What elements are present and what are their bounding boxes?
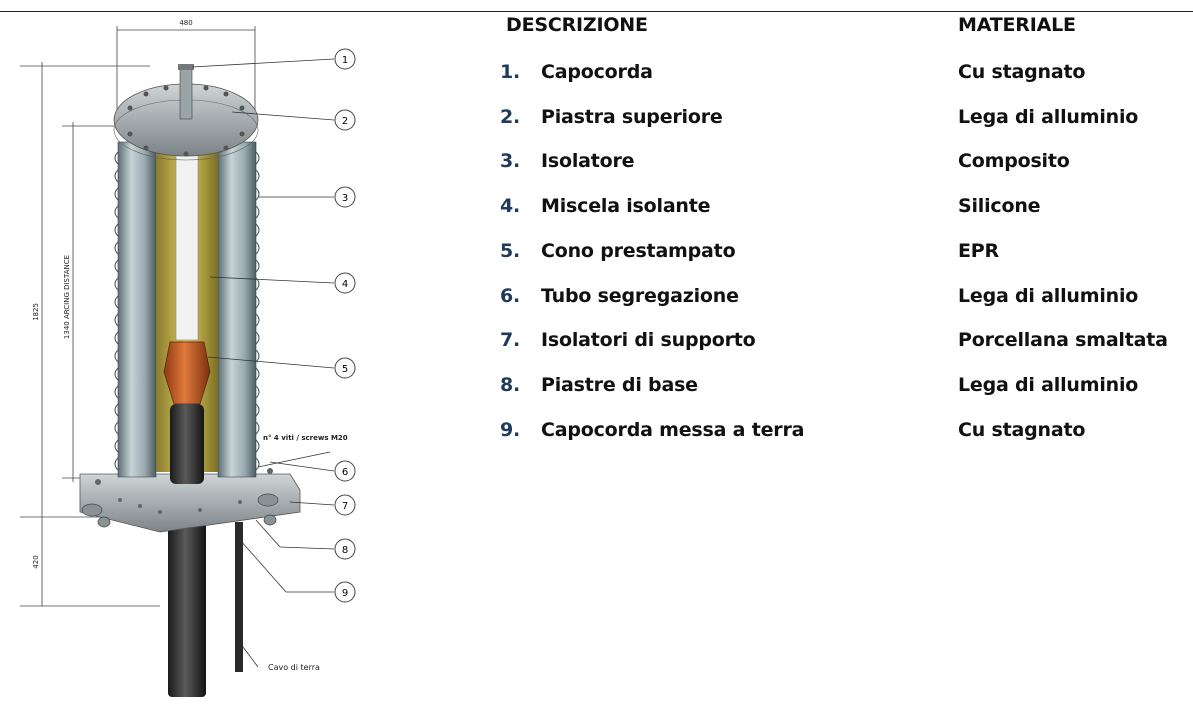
premolded-cone <box>163 341 211 405</box>
cable-upper <box>170 404 204 484</box>
row-number: 4. <box>500 195 521 217</box>
callout-6: 6 <box>334 460 356 482</box>
dim-total-label: 1825 <box>32 303 40 321</box>
row-number: 6. <box>500 285 521 307</box>
row-number: 3. <box>500 150 521 172</box>
termination-drawing: 480 1825 1340 ARCING DISTANCE 420 <box>0 12 460 703</box>
svg-text:6: 6 <box>342 467 348 478</box>
table-row: 9. Capocorda messa a terra Cu stagnato <box>500 419 1190 449</box>
ground-cable-label: Cavo di terra <box>268 663 320 672</box>
row-description: Miscela isolante <box>541 195 711 217</box>
row-material: Lega di alluminio <box>958 374 1139 396</box>
callout-3: 3 <box>334 186 356 208</box>
svg-text:3: 3 <box>342 193 348 204</box>
row-description: Capocorda messa a terra <box>541 419 805 441</box>
top-plate-bolts <box>127 85 245 157</box>
leader-lines <box>191 58 335 668</box>
base-bolts <box>95 468 273 514</box>
svg-text:9: 9 <box>342 588 348 599</box>
callout-2: 2 <box>334 109 356 131</box>
row-material: Porcellana smaltata <box>958 329 1168 351</box>
row-number: 8. <box>500 374 521 396</box>
row-description: Piastra superiore <box>541 106 723 128</box>
row-material: Cu stagnato <box>958 61 1086 83</box>
base-plate <box>79 473 301 533</box>
table-row: 2. Piastra superiore Lega di alluminio <box>500 106 1190 136</box>
row-material: Cu stagnato <box>958 419 1086 441</box>
dim-width-label: 480 <box>179 19 192 27</box>
header-materiale: MATERIALE <box>958 14 1076 36</box>
row-description: Cono prestampato <box>541 240 736 262</box>
svg-text:1: 1 <box>342 55 348 66</box>
dim-base-label: 420 <box>32 555 40 568</box>
row-description: Isolatori di supporto <box>541 329 756 351</box>
row-material: Composito <box>958 150 1070 172</box>
row-number: 5. <box>500 240 521 262</box>
svg-text:4: 4 <box>342 279 348 290</box>
ground-cable <box>235 522 243 672</box>
callout-4: 4 <box>334 272 356 294</box>
row-number: 1. <box>500 61 521 83</box>
termination-drawing-svg: 480 1825 1340 ARCING DISTANCE 420 <box>20 19 356 697</box>
terminal-lug <box>179 66 193 120</box>
table-row: 3. Isolatore Composito <box>500 150 1190 180</box>
svg-text:8: 8 <box>342 545 348 556</box>
dim-arcing-label: 1340 ARCING DISTANCE <box>63 255 71 339</box>
callout-7: 7 <box>334 494 356 516</box>
row-description: Piastre di base <box>541 374 698 396</box>
row-description: Isolatore <box>541 150 635 172</box>
table-row: 4. Miscela isolante Silicone <box>500 195 1190 225</box>
callout-1: 1 <box>334 48 356 70</box>
row-number: 2. <box>500 106 521 128</box>
row-material: Lega di alluminio <box>958 285 1139 307</box>
svg-text:7: 7 <box>342 501 348 512</box>
row-description: Capocorda <box>541 61 653 83</box>
insulator-sheds <box>114 141 260 478</box>
segregation-tube <box>175 149 199 341</box>
callout-5: 5 <box>334 357 356 379</box>
header-descrizione: DESCRIZIONE <box>506 14 648 36</box>
row-number: 7. <box>500 329 521 351</box>
svg-text:5: 5 <box>342 364 348 375</box>
support-insulators <box>81 493 279 528</box>
cable-lower <box>168 517 206 697</box>
table-row: 1. Capocorda Cu stagnato <box>500 61 1190 91</box>
row-number: 9. <box>500 419 521 441</box>
table-row: 8. Piastre di base Lega di alluminio <box>500 374 1190 404</box>
row-material: EPR <box>958 240 999 262</box>
table-row: 5. Cono prestampato EPR <box>500 240 1190 270</box>
top-rule <box>0 11 1193 12</box>
screws-note: n° 4 viti / screws M20 <box>263 434 348 442</box>
table-row: 7. Isolatori di supporto Porcellana smal… <box>500 329 1190 359</box>
row-description: Tubo segregazione <box>541 285 739 307</box>
table-row: 6. Tubo segregazione Lega di alluminio <box>500 285 1190 315</box>
callout-9: 9 <box>334 581 356 603</box>
row-material: Silicone <box>958 195 1041 217</box>
svg-text:2: 2 <box>342 116 348 127</box>
row-material: Lega di alluminio <box>958 106 1139 128</box>
callout-8: 8 <box>334 538 356 560</box>
